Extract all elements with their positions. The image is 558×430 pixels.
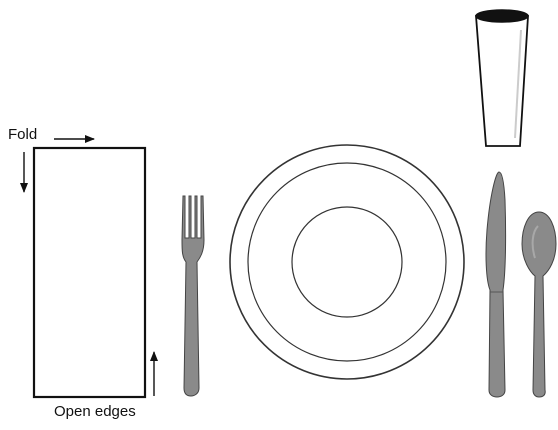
spoon-icon bbox=[521, 211, 557, 398]
napkin bbox=[32, 146, 147, 399]
open-edges-label: Open edges bbox=[54, 403, 136, 420]
fold-label: Fold bbox=[8, 126, 38, 143]
fork-icon bbox=[181, 195, 205, 397]
dinner-plate bbox=[229, 144, 465, 380]
knife-icon bbox=[485, 171, 507, 398]
drinking-glass bbox=[475, 9, 529, 147]
